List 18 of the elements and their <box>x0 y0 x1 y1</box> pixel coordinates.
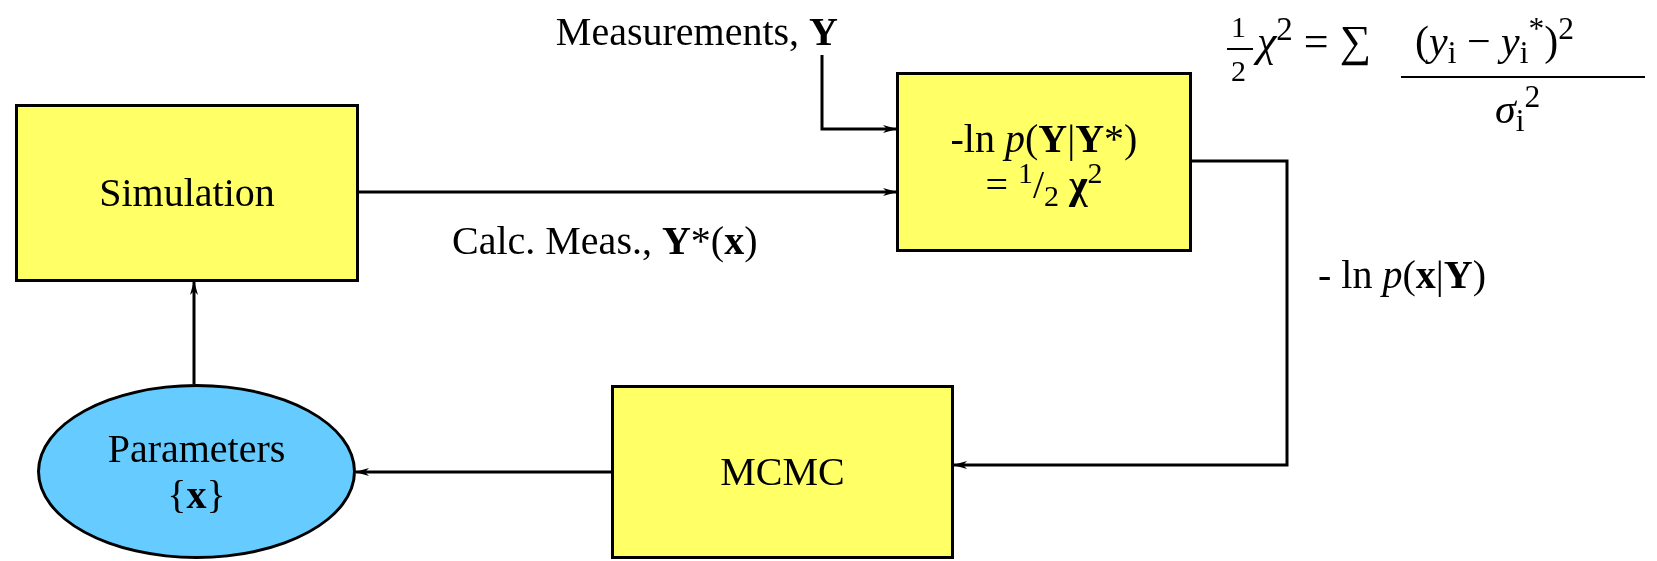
formula-text: 2 <box>1231 56 1246 86</box>
arrow <box>355 468 611 476</box>
node-text: Parameters <box>107 425 286 472</box>
arrow <box>953 159 1289 469</box>
node-text: MCMC <box>720 449 845 495</box>
node-text: {x} <box>167 471 226 518</box>
arrow <box>820 55 897 133</box>
node-text: = $^{1}$/$_{2}$ χ$^{2}$ <box>985 162 1103 208</box>
arrow <box>359 188 897 196</box>
node-text: Simulation <box>99 170 275 216</box>
node-text: Measurements, Y <box>555 9 838 55</box>
process-box <box>896 72 1192 252</box>
formula-text: (y$_{i}$ − y$_{i}$$^{*}$)$^{2}$ <box>1415 20 1575 62</box>
process-box <box>15 104 359 282</box>
arrow <box>190 281 198 384</box>
formula-text: 1 <box>1231 12 1246 42</box>
process-box <box>611 385 954 559</box>
node-text: -ln p(Y|Y*) <box>950 116 1138 162</box>
